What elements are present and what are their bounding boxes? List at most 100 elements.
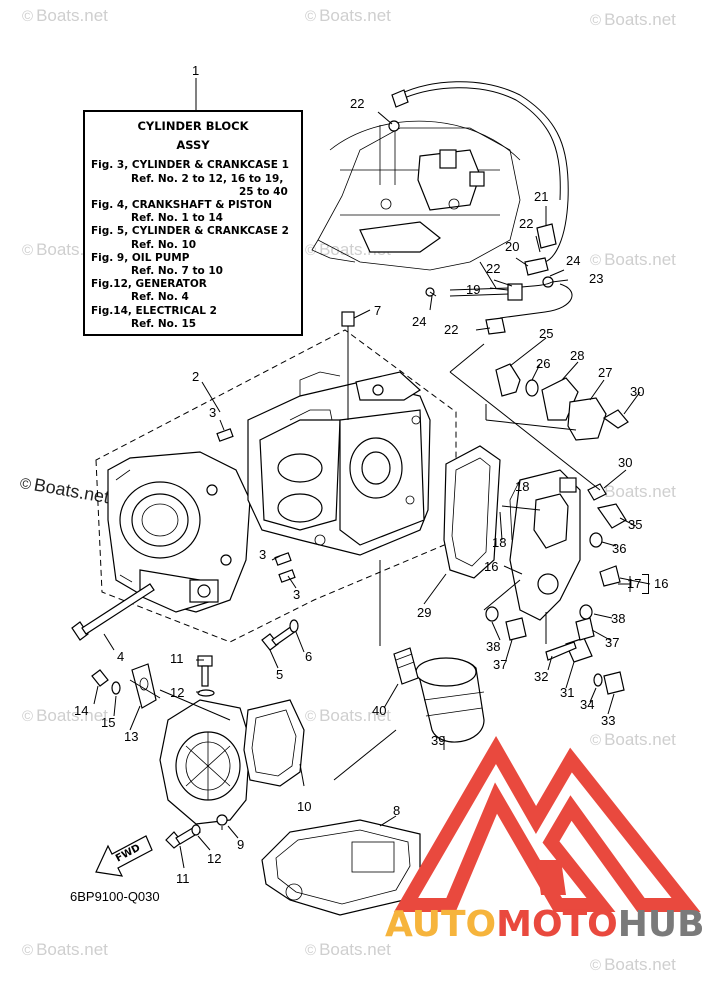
watermark: ©Boats.net bbox=[22, 6, 108, 25]
watermark: ©Boats.net bbox=[590, 730, 676, 749]
bolt-30b bbox=[587, 483, 607, 501]
callout-16: 16 bbox=[654, 576, 669, 591]
callout-3: 3 bbox=[293, 587, 301, 602]
callout-30: 30 bbox=[630, 384, 645, 399]
reference-line: Fig. 9, OIL PUMP bbox=[91, 251, 190, 264]
callout-34: 34 bbox=[580, 697, 595, 712]
callout-29: 29 bbox=[417, 605, 432, 620]
gasket-38b bbox=[579, 604, 593, 620]
callout-4: 4 bbox=[117, 649, 125, 664]
reference-line: Fig. 4, CRANKSHAFT & PISTON bbox=[91, 199, 273, 212]
callout-11: 11 bbox=[176, 871, 190, 886]
bolt-11a bbox=[197, 655, 213, 687]
plug-33 bbox=[603, 671, 625, 695]
callout-18: 18 bbox=[492, 535, 507, 550]
reference-line: Ref. No. 7 to 10 bbox=[131, 265, 223, 278]
callout-15: 15 bbox=[101, 715, 116, 730]
callout-40: 40 bbox=[372, 703, 387, 718]
reference-line: Ref. No. 2 to 12, 16 to 19, bbox=[131, 172, 284, 185]
thermostat bbox=[495, 363, 607, 441]
reference-title: CYLINDER BLOCK bbox=[137, 119, 249, 133]
gasket-29 bbox=[443, 445, 501, 579]
leader-lines bbox=[93, 78, 651, 869]
brand-name: AUTOMOTOHUB bbox=[385, 904, 705, 945]
exhaust-cover bbox=[509, 469, 581, 621]
watermark: ©Boats.net bbox=[590, 250, 676, 269]
callout-39: 39 bbox=[431, 733, 446, 748]
callout-24: 24 bbox=[566, 253, 581, 268]
callout-37: 37 bbox=[605, 635, 620, 650]
oil-strainer bbox=[341, 311, 355, 327]
watermark: ©Boats.net bbox=[590, 10, 676, 29]
callout-8: 8 bbox=[393, 803, 401, 818]
callout-16: 16 bbox=[484, 559, 499, 574]
callout-23: 23 bbox=[589, 271, 604, 286]
callout-2: 2 bbox=[192, 369, 200, 384]
callout-36: 36 bbox=[612, 541, 627, 556]
callout-25: 25 bbox=[539, 326, 554, 341]
watermark: ©Boats.net bbox=[590, 955, 676, 974]
watermark: ©Boats.net bbox=[305, 706, 391, 725]
callout-18: 18 bbox=[515, 479, 530, 494]
reference-subtitle: ASSY bbox=[176, 138, 210, 153]
callout-1: 1 bbox=[192, 63, 200, 78]
gasket-10 bbox=[243, 699, 305, 787]
cylinder-head bbox=[107, 451, 251, 613]
bolt-5 bbox=[261, 619, 299, 651]
bolt-17 bbox=[599, 565, 621, 587]
callout-26: 26 bbox=[536, 356, 551, 371]
reference-line: Ref. No. 1 to 14 bbox=[131, 212, 223, 225]
plug-35 bbox=[596, 503, 627, 529]
dowel-pins bbox=[216, 428, 296, 583]
bolt-4 bbox=[71, 583, 155, 641]
gasket-34 bbox=[593, 673, 603, 687]
cylinder-block-outline bbox=[95, 329, 457, 643]
callout-10: 10 bbox=[297, 799, 312, 814]
callout-12: 12 bbox=[207, 851, 222, 866]
bolt-30a bbox=[602, 409, 629, 429]
watermark: ©Boats.net bbox=[305, 6, 391, 25]
reference-line: Fig. 3, CYLINDER & CRANKCASE 1 bbox=[91, 159, 289, 172]
callout-17: 17 bbox=[627, 576, 642, 591]
watermark: ©Boats.net bbox=[22, 706, 108, 725]
reference-line: 25 to 40 bbox=[239, 185, 288, 198]
engine-mount-outline bbox=[311, 120, 521, 271]
washer-12b bbox=[191, 824, 201, 836]
crankcase bbox=[247, 371, 431, 556]
reference-line: Fig.14, ELECTRICAL 2 bbox=[91, 304, 217, 317]
plug-37b bbox=[575, 617, 595, 641]
oil-filter bbox=[415, 657, 485, 743]
callout-38: 38 bbox=[486, 639, 501, 654]
callout-20: 20 bbox=[505, 239, 520, 254]
callout-7: 7 bbox=[374, 303, 382, 318]
callout-30: 30 bbox=[618, 455, 633, 470]
bolt-14 bbox=[91, 669, 109, 687]
callout-31: 31 bbox=[560, 685, 575, 700]
diagram-code: 6BP9100-Q030 bbox=[70, 889, 160, 904]
gasket-36 bbox=[589, 532, 603, 548]
callout-9: 9 bbox=[237, 837, 245, 852]
callout-11: 11 bbox=[170, 651, 184, 666]
bracket-17-16 bbox=[642, 574, 649, 594]
callout-13: 13 bbox=[124, 729, 139, 744]
washer-12a bbox=[197, 689, 215, 697]
callout-22: 22 bbox=[444, 322, 459, 337]
automotohub-logo-icon bbox=[393, 735, 701, 912]
callout-32: 32 bbox=[534, 669, 549, 684]
callout-22: 22 bbox=[350, 96, 365, 111]
callout-14: 14 bbox=[74, 703, 89, 718]
washer-15 bbox=[111, 681, 121, 695]
reference-line: Ref. No. 15 bbox=[131, 317, 197, 330]
callout-28: 28 bbox=[570, 348, 585, 363]
plug-37a bbox=[505, 617, 527, 641]
callout-19: 19 bbox=[466, 282, 481, 297]
reference-line: Ref. No. 4 bbox=[131, 291, 189, 304]
callout-27: 27 bbox=[598, 365, 613, 380]
callout-3: 3 bbox=[259, 547, 267, 562]
callout-24: 24 bbox=[412, 314, 427, 329]
callout-5: 5 bbox=[276, 667, 284, 682]
reference-line: Ref. No. 10 bbox=[131, 238, 197, 251]
hoses bbox=[388, 81, 573, 335]
